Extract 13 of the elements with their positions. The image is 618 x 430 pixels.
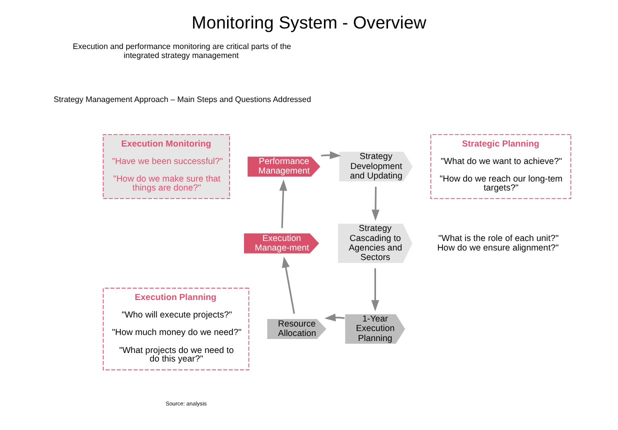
label: Strategy Management Approach – Main Steps and Questions Addressed bbox=[54, 95, 312, 104]
arrow bbox=[282, 256, 295, 314]
node-box: Execution Planning "Who will execute projects?" "How much money do we need?" "What projects do we need to do this year?" bbox=[102, 288, 250, 370]
diagram-title: Monitoring System - Overview bbox=[192, 12, 426, 33]
arrow bbox=[372, 186, 380, 221]
label: Execution and performance monitoring are critical parts of the integrated strategy management bbox=[72, 42, 292, 60]
node-box: Strategic Planning "What do we want to achieve?" "How do we reach our long-tem targets?" bbox=[430, 134, 572, 199]
arrow bbox=[320, 151, 342, 160]
arrow bbox=[279, 179, 288, 228]
node-text: "What is the role of each unit?" How do we ensure alignment?" bbox=[437, 232, 559, 252]
arrow bbox=[324, 314, 345, 322]
arrow bbox=[371, 268, 380, 312]
node-box: Execution Monitoring "Have we been successful?" "How do we make sure that things are done?" bbox=[102, 134, 230, 199]
